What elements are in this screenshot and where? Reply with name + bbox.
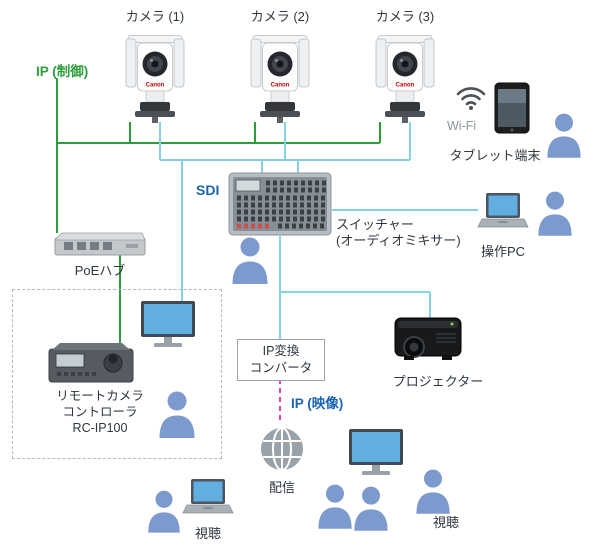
operation-pc-laptop-icon	[477, 193, 529, 228]
ip-control-label: IP (制御)	[36, 64, 89, 79]
viewer-right-person-icon-1	[318, 484, 352, 529]
operation-pc-label: 操作PC	[480, 244, 526, 259]
switcher-icon	[228, 172, 332, 236]
camera-brand-text: Canon	[146, 83, 165, 89]
camera-2-label: カメラ (2)	[250, 9, 310, 24]
remote-controller-label-line-1: リモートカメラ	[56, 389, 144, 403]
switcher-person-icon	[232, 237, 268, 284]
switcher-label-line-1: スイッチャー	[336, 217, 414, 232]
distribution-label: 配信	[268, 480, 295, 495]
projector-icon	[394, 317, 462, 360]
globe-icon	[261, 427, 303, 471]
camera-2-icon: Canon	[250, 35, 310, 123]
remote-controller-label: リモートカメラ コントローラ RC-IP100	[38, 388, 162, 436]
wifi-label: Wi-Fi	[447, 119, 477, 133]
sdi-label: SDI	[196, 182, 220, 198]
viewing-right-label: 視聴	[432, 515, 459, 530]
poe-hub-icon	[54, 232, 146, 256]
viewer-right-person-icon-3	[416, 469, 450, 514]
ip-video-label: IP (映像)	[291, 396, 344, 411]
camera-1-label: カメラ (1)	[125, 9, 185, 24]
wifi-icon	[456, 87, 486, 110]
camera-brand-text: Canon	[396, 83, 415, 89]
ip-converter-label-line-2: コンバータ	[249, 361, 313, 375]
operation-pc-person-icon	[538, 191, 572, 236]
tablet-label: タブレット端末	[449, 148, 541, 163]
remote-controller-icon	[48, 343, 134, 383]
projector-label: プロジェクター	[392, 374, 484, 389]
remote-controller-label-line-2: コントローラ	[62, 405, 138, 419]
camera-3-label: カメラ (3)	[375, 9, 435, 24]
camera-brand-text: Canon	[271, 83, 290, 89]
viewer-left-laptop-icon	[182, 479, 234, 514]
controller-monitor-icon	[141, 301, 195, 347]
ip-converter-label-line-1: IP変換	[262, 344, 300, 358]
viewing-left-label: 視聴	[194, 526, 221, 541]
switcher-label-line-2: (オーディオミキサー)	[336, 232, 461, 248]
tablet-icon	[494, 82, 530, 134]
camera-1-icon: Canon	[125, 35, 185, 123]
poe-hub-label: PoEハブ	[74, 263, 126, 278]
viewer-right-person-icon-2	[354, 486, 388, 531]
ip-converter-box: IP変換 コンバータ	[237, 339, 325, 381]
switcher-label: スイッチャー (オーディオミキサー)	[336, 217, 461, 248]
tablet-person-icon	[547, 113, 581, 158]
camera-3-icon: Canon	[375, 35, 435, 123]
controller-person-icon	[159, 391, 195, 438]
viewer-monitor-icon	[349, 429, 403, 475]
remote-controller-label-line-3: RC-IP100	[72, 421, 128, 435]
remote-control-group-box	[12, 289, 222, 459]
viewer-left-person-icon	[148, 490, 180, 533]
